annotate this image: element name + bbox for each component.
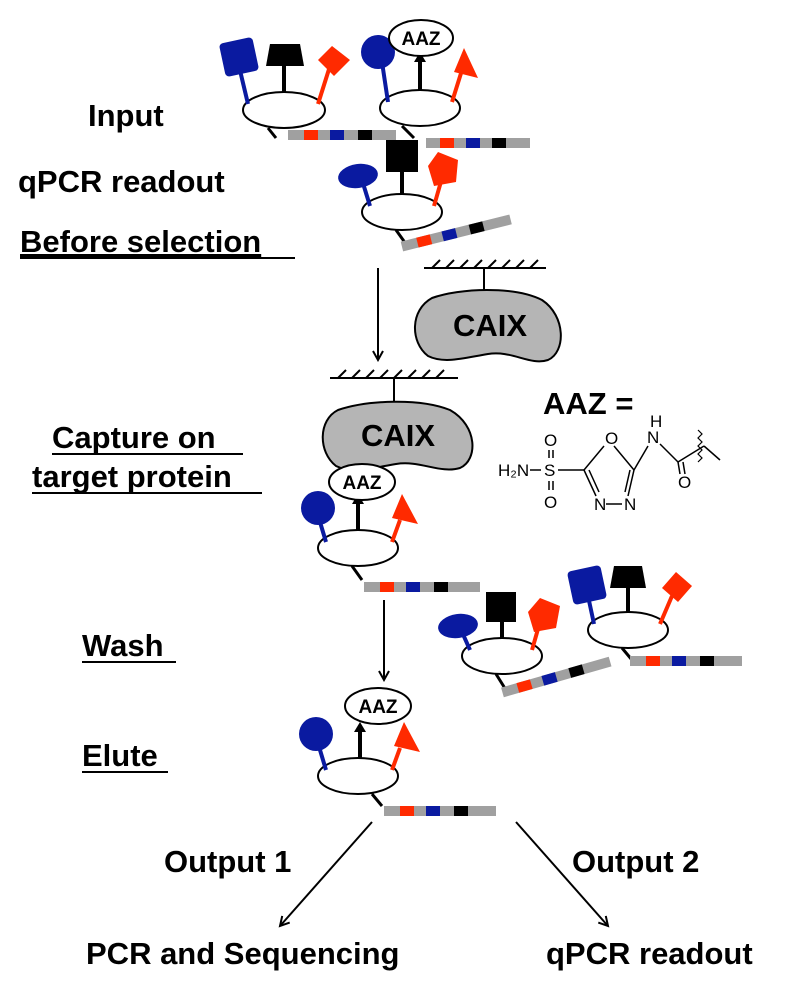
atom-ring-o: O (605, 429, 618, 448)
dna-barcode (364, 582, 480, 592)
red-pentagon-building-block (428, 152, 458, 186)
blue-square-building-block (219, 37, 259, 77)
label-output2: Output 2 (572, 844, 699, 879)
atom-nh-h: H (650, 412, 662, 431)
aaz-label-top: AAZ (401, 29, 440, 50)
red-triangle-building-block (394, 722, 420, 752)
washed-member-2 (567, 565, 742, 666)
surface-capture (330, 369, 458, 410)
atom-s: S (544, 461, 555, 480)
arrow-to-output2 (515, 821, 608, 926)
red-diamond-building-block (662, 572, 692, 602)
captured-aaz-member: AAZ (301, 463, 480, 592)
caix-protein-free (414, 289, 562, 363)
red-triangle-building-block (392, 494, 418, 524)
caix-label-free: CAIX (453, 308, 527, 343)
atom-n1: N (594, 495, 606, 514)
black-trapezoid-building-block (610, 566, 646, 588)
aaz-ligand-top (388, 19, 454, 57)
washed-member-1 (438, 592, 612, 698)
aaz-label-captured: AAZ (342, 473, 381, 494)
label-output1: Output 1 (164, 844, 291, 879)
black-trapezoid-building-block (266, 44, 304, 66)
caix-label-bound: CAIX (361, 418, 435, 453)
atom-n2: N (624, 495, 636, 514)
atom-o-bottom: O (544, 493, 557, 512)
library-member-2 (338, 140, 512, 252)
red-diamond-building-block (318, 46, 350, 76)
aaz-definition-label: AAZ = (543, 386, 633, 421)
blue-circle-building-block (299, 717, 333, 751)
label-capture-line1: Capture on (52, 420, 216, 455)
aaz-label-eluted: AAZ (358, 697, 397, 718)
label-pcr-sequencing: PCR and Sequencing (86, 936, 399, 971)
blue-oval-building-block (338, 163, 378, 189)
eluted-aaz-member: AAZ (299, 687, 496, 816)
aaz-ligand-eluted (344, 687, 412, 725)
label-capture-line2: target protein (32, 459, 232, 494)
blue-circle-building-block (361, 35, 395, 69)
blue-square-building-block (567, 565, 607, 605)
caix-protein-bound (321, 400, 474, 471)
label-wash: Wash (82, 628, 164, 663)
label-elute: Elute (82, 738, 158, 773)
red-pentagon-building-block (528, 598, 560, 632)
label-before-selection: Before selection (20, 224, 261, 259)
arrow-to-output1 (280, 821, 373, 926)
aaz-structure: AAZ = H₂N S O O O N N N H O (498, 386, 721, 514)
blue-oval-building-block (438, 613, 478, 639)
library-member-1 (219, 37, 396, 140)
atom-nh-n: N (647, 428, 659, 447)
label-input: Input (88, 98, 164, 133)
atom-o-top: O (544, 431, 557, 450)
black-square-building-block (486, 592, 516, 622)
label-qpcr-readout-bottom: qPCR readout (546, 936, 753, 971)
aaz-ligand-captured (328, 463, 396, 501)
red-triangle-building-block (454, 48, 478, 78)
atom-carbonyl-o: O (678, 473, 691, 492)
black-square-building-block (386, 140, 418, 172)
atom-h2n: H₂N (498, 461, 529, 480)
blue-circle-building-block (301, 491, 335, 525)
library-member-aaz-top: AAZ (361, 19, 530, 148)
label-qpcr-readout-top: qPCR readout (18, 164, 225, 199)
